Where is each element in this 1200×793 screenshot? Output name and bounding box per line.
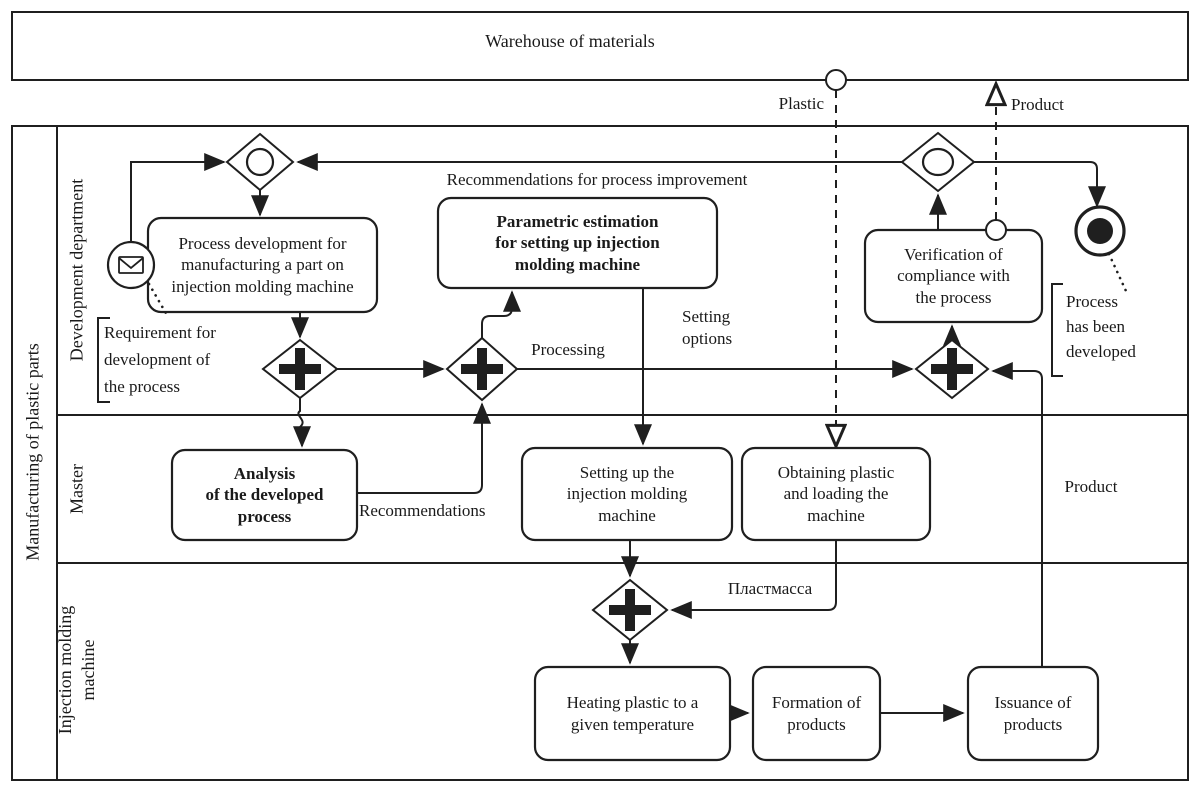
label-processing: Processing xyxy=(531,340,605,359)
lane-label-injection: Injection molding machine xyxy=(55,605,98,735)
flow-issuance-product-to-right-plus xyxy=(991,362,1043,667)
task-setting-up xyxy=(520,446,734,542)
label-setting-options: Setting options xyxy=(682,307,733,348)
task-setting-up-label: Setting up the injection molding machine xyxy=(566,462,688,525)
label-plastmassa: Пластмасса xyxy=(727,579,813,598)
plus-icon xyxy=(279,348,321,390)
task-process-development-label: Process development for manufacturing a … xyxy=(171,233,354,296)
annotation-bracket-requirement xyxy=(97,317,110,403)
inclusive-gateway-right-circle-icon xyxy=(921,147,955,177)
flow-start-to-or-gateway xyxy=(130,153,226,242)
task-analysis-label: Analysis of the developed process xyxy=(205,463,324,526)
plus-icon xyxy=(609,589,651,631)
task-formation-label: Formation of products xyxy=(771,693,862,734)
lane-label-development: Development department xyxy=(66,178,87,362)
flow-plus-gateway-to-analysis xyxy=(293,398,311,448)
inclusive-gateway-left-circle-icon xyxy=(245,147,275,177)
label-plastic: Plastic xyxy=(778,94,824,113)
label-recommendations: Recommendations xyxy=(359,501,486,520)
label-product-lane: Product xyxy=(1064,477,1118,496)
lane-label-master: Master xyxy=(66,464,87,514)
warehouse-pool-title: Warehouse of materials xyxy=(485,31,655,51)
task-analysis xyxy=(170,448,359,542)
plus-icon xyxy=(931,348,973,390)
plus-icon xyxy=(461,348,503,390)
task-obtaining xyxy=(740,446,932,542)
main-pool-title: Manufacturing of plastic parts xyxy=(22,343,43,561)
task-verification xyxy=(863,228,1044,324)
task-parametric-estimation xyxy=(436,196,719,290)
inclusive-gateway-left xyxy=(225,132,295,192)
warehouse-pool xyxy=(11,11,1189,81)
annotation-requirement: Requirement for development of the proce… xyxy=(104,323,216,396)
flow-analysis-recommendations-to-mid-plus xyxy=(357,402,491,494)
flow-obtaining-to-bottom-plus xyxy=(670,540,837,619)
envelope-flap-icon xyxy=(118,257,144,270)
annotation-bracket-developed xyxy=(1051,283,1063,377)
product-message-source-circle xyxy=(985,219,1007,241)
task-issuance-label: Issuance of products xyxy=(994,693,1072,734)
end-event-terminate-icon xyxy=(1087,218,1113,244)
flow-processing-to-parametric xyxy=(481,290,521,338)
association-end-to-developed xyxy=(1107,252,1128,293)
plastic-message-source-circle xyxy=(825,69,847,91)
task-obtaining-label: Obtaining plastic and loading the machin… xyxy=(777,462,895,525)
task-heating xyxy=(533,665,732,762)
task-formation xyxy=(751,665,882,762)
annotation-developed: Process has been developed xyxy=(1066,292,1136,361)
main-pool xyxy=(11,125,1189,781)
label-product-top: Product xyxy=(1011,95,1064,114)
association-start-to-requirement xyxy=(147,282,169,317)
task-verification-label: Verification of compliance with the proc… xyxy=(897,244,1010,307)
task-heating-label: Heating plastic to a given temperature xyxy=(566,693,699,734)
task-issuance xyxy=(966,665,1100,762)
envelope-icon xyxy=(118,256,144,274)
flow-or-gateway-to-end-event xyxy=(974,161,1106,208)
task-parametric-estimation-label: Parametric estimation for setting up inj… xyxy=(495,211,660,274)
inclusive-gateway-right xyxy=(900,131,976,193)
label-recommendations-improvement: Recommendations for process improvement xyxy=(446,170,748,189)
